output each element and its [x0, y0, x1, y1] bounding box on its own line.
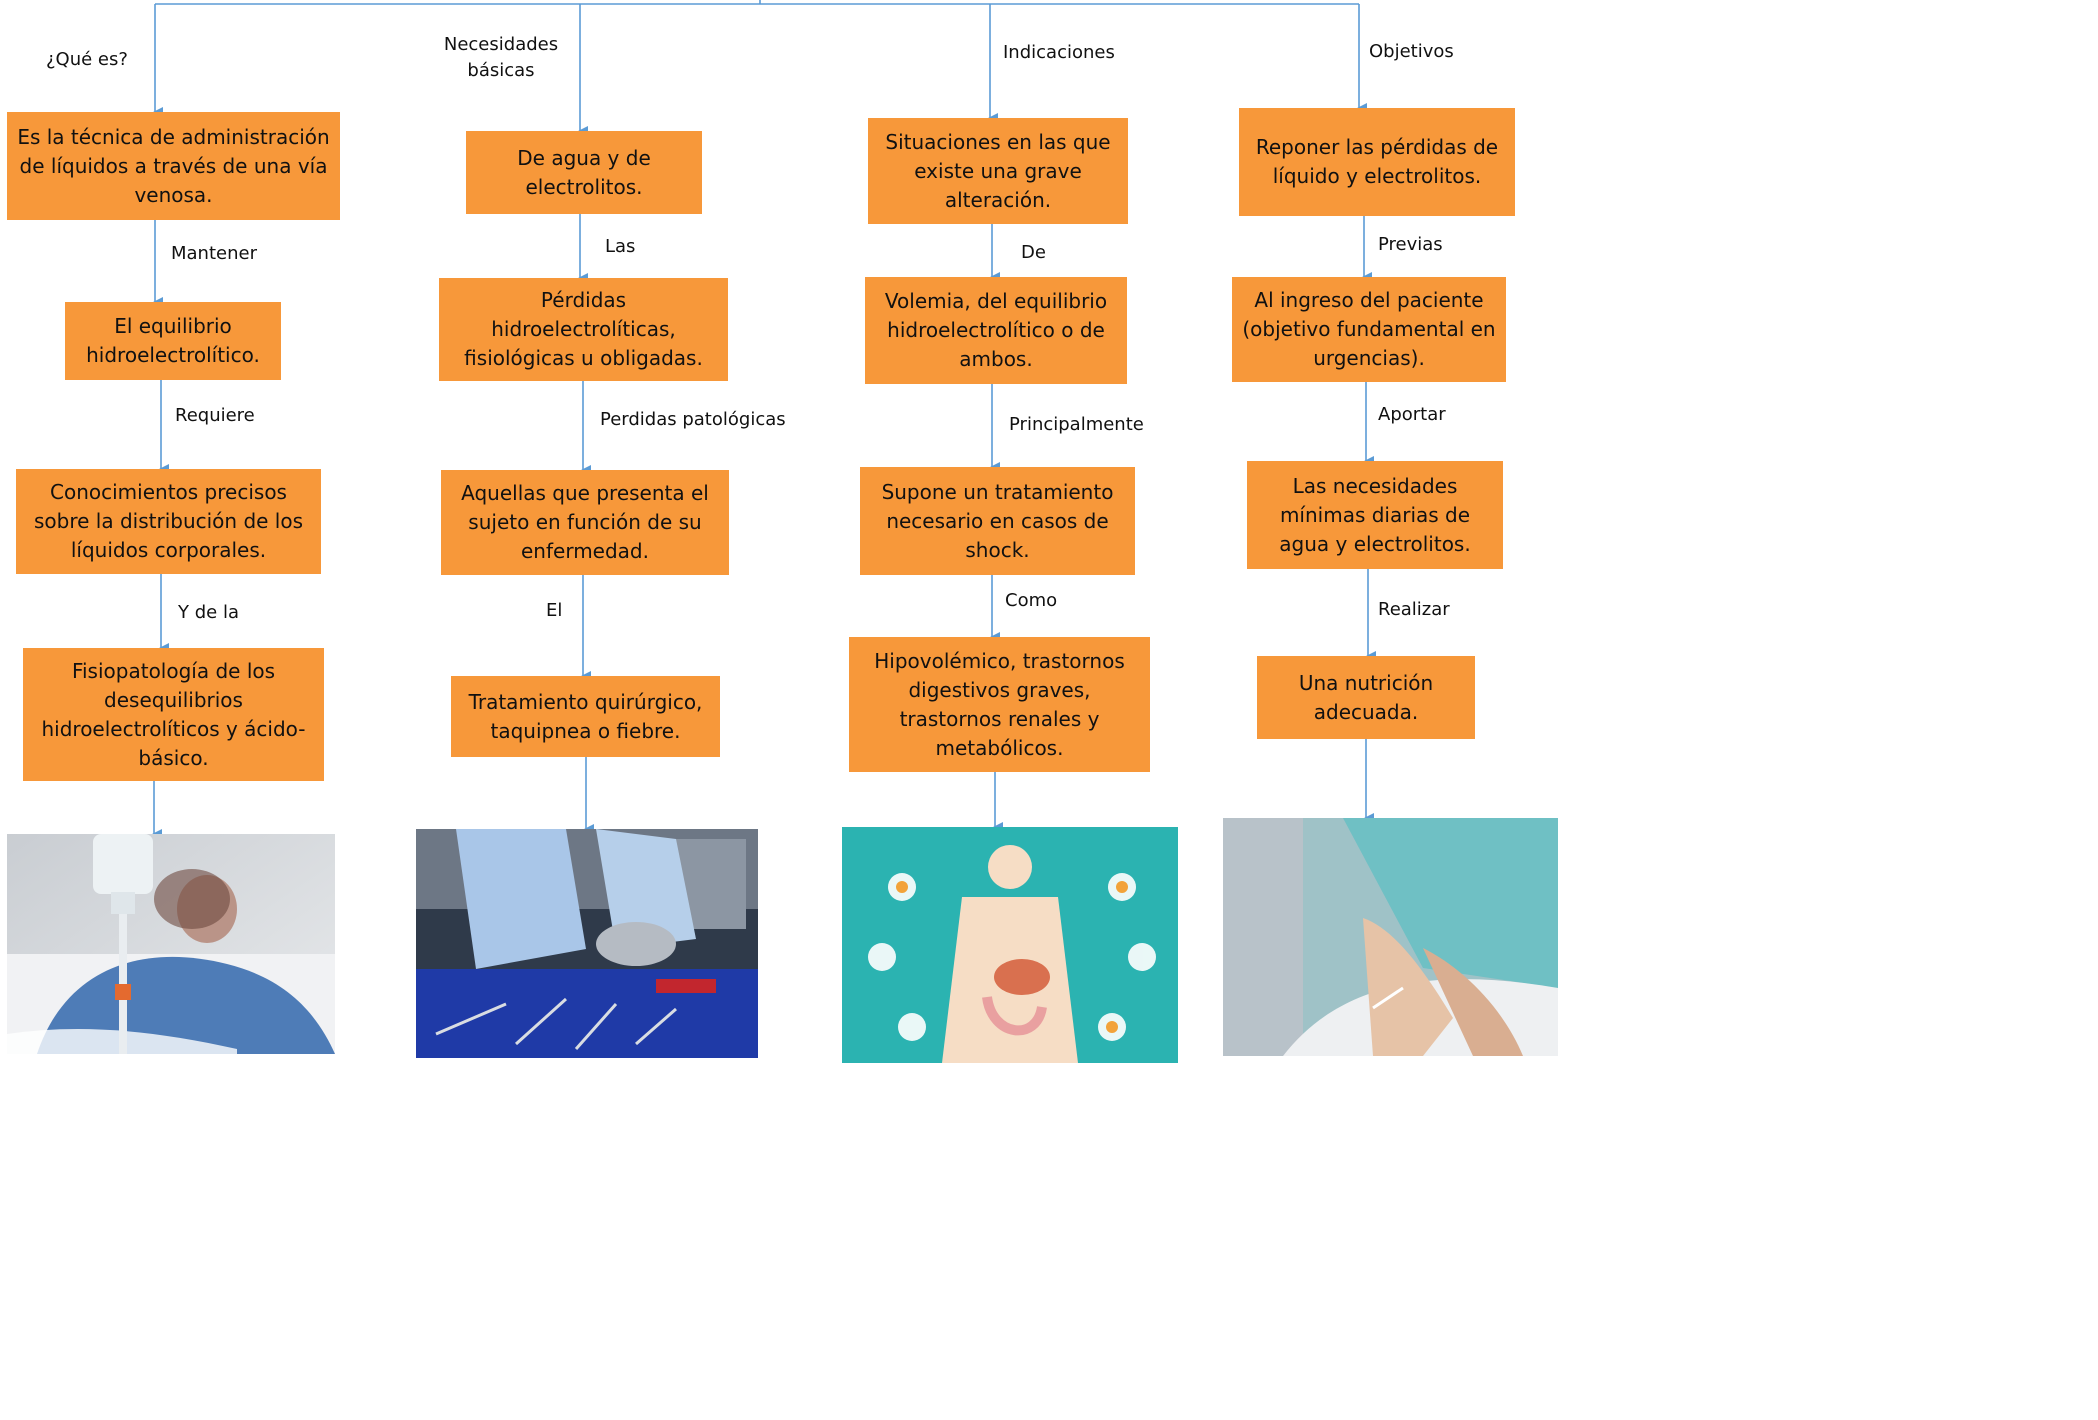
concept-box-necesidades-minimas: Las necesidades mínimas diarias de agua …: [1247, 461, 1503, 569]
branch-label-objetivos: Objetivos: [1369, 41, 1454, 62]
patient-iv-drip-photo: [7, 834, 335, 1054]
concept-box-situaciones: Situaciones en las que existe una grave …: [868, 118, 1128, 224]
concept-box-shock: Supone un tratamiento necesario en casos…: [860, 467, 1135, 575]
concept-box-enfermedad: Aquellas que presenta el sujeto en funci…: [441, 470, 729, 575]
link-label-principalmente: Principalmente: [1009, 414, 1144, 435]
link-label-requiere: Requiere: [175, 405, 255, 426]
connector-lines: [152, 0, 1376, 839]
link-label-y-de-la: Y de la: [178, 602, 239, 623]
branch-label-necesidades: Necesidades básicas: [443, 34, 559, 81]
concept-box-perdidas: Pérdidas hidroelectrolíticas, fisiológic…: [439, 278, 728, 381]
concept-box-reponer: Reponer las pérdidas de líquido y electr…: [1239, 108, 1515, 216]
concept-box-ingreso: Al ingreso del paciente (objetivo fundam…: [1232, 277, 1506, 382]
link-label-aportar: Aportar: [1378, 404, 1446, 425]
concept-box-definition: Es la técnica de administración de líqui…: [7, 112, 340, 220]
surgery-team-photo: [416, 829, 758, 1058]
concept-box-conocimientos: Conocimientos precisos sobre la distribu…: [16, 469, 321, 574]
concept-box-fisiopatologia: Fisiopatología de los desequilibrios hid…: [23, 648, 324, 781]
concept-box-hipovolemico: Hipovolémico, trastornos digestivos grav…: [849, 637, 1150, 772]
link-label-como: Como: [1005, 590, 1058, 611]
concept-box-nutricion: Una nutrición adecuada.: [1257, 656, 1475, 739]
human-organs-illustration: [842, 827, 1178, 1063]
branch-label-que-es: ¿Qué es?: [46, 49, 128, 70]
link-label-realizar: Realizar: [1378, 599, 1450, 620]
link-label-mantener: Mantener: [171, 243, 257, 264]
concept-box-tratamiento-quirurgico: Tratamiento quirúrgico, taquipnea o fieb…: [451, 676, 720, 757]
branch-label-indicaciones: Indicaciones: [1003, 42, 1115, 63]
nurse-iv-hand-photo: [1223, 818, 1558, 1056]
concept-box-equilibrio: El equilibrio hidroelectrolítico.: [65, 302, 281, 380]
concept-box-agua-electrolitos: De agua y de electrolitos.: [466, 131, 702, 214]
link-label-las: Las: [605, 236, 636, 257]
concept-box-volemia: Volemia, del equilibrio hidroelectrolíti…: [865, 277, 1127, 384]
link-label-perdidas-patologicas: Perdidas patológicas: [600, 409, 786, 430]
link-label-de: De: [1021, 242, 1046, 263]
link-label-previas: Previas: [1378, 234, 1443, 255]
link-label-el: El: [546, 600, 563, 621]
